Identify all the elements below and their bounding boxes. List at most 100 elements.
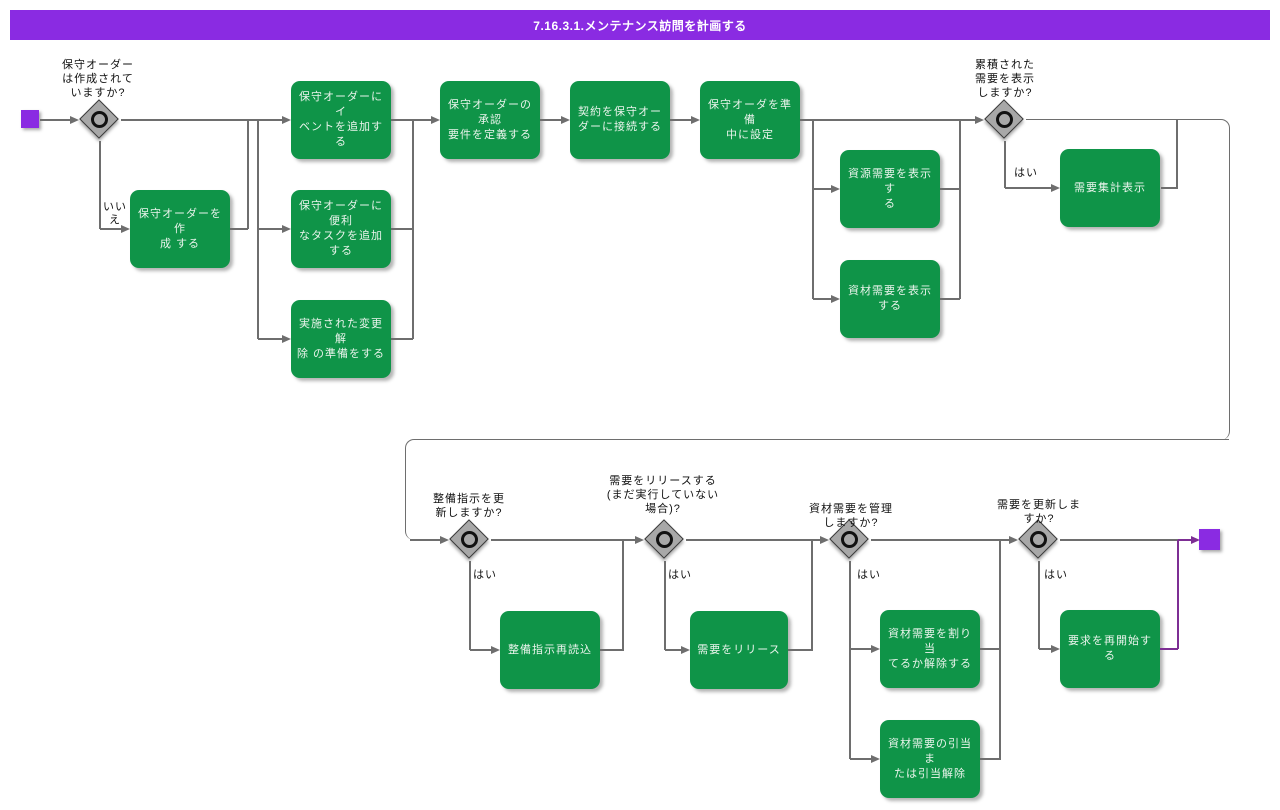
flow-line: [686, 539, 820, 541]
decision-order-created-gateway: [78, 98, 122, 142]
branch-label-yes: はい: [857, 569, 881, 581]
page-title: 7.16.3.1.メンテナンス訪問を計画する: [533, 18, 747, 33]
flow-line: [940, 298, 960, 300]
decision-update-instruction-gateway: [448, 518, 492, 562]
flow-line: [230, 228, 248, 230]
flow-line: [469, 561, 471, 650]
flow-line: [940, 188, 960, 190]
branch-label-yes: はい: [1014, 167, 1038, 179]
activity-create-order: 保守オーダーを作 成 する: [130, 190, 230, 268]
flow-line: [871, 539, 1009, 541]
ring-icon: [996, 111, 1013, 128]
flow-line: [410, 539, 440, 541]
ring-icon: [841, 531, 858, 548]
activity-add-event: 保守オーダーにイ ベントを追加する: [291, 81, 391, 159]
flow-line: [405, 439, 1229, 540]
decision-label-order-created: 保守オーダー は作成されて いますか?: [62, 59, 134, 99]
activity-add-task: 保守オーダーに便利 なタスクを追加する: [291, 190, 391, 268]
flow-line: [391, 228, 413, 230]
flow-line: [413, 119, 431, 121]
flow-line: [1177, 540, 1179, 649]
flow-line: [600, 649, 624, 651]
flow-arrowhead-icon: [121, 224, 130, 233]
flow-line: [491, 539, 635, 541]
branch-label-no: いい え: [103, 201, 127, 226]
flow-arrowhead-icon: [831, 184, 840, 193]
flow-line: [850, 648, 871, 650]
decision-label-update-instruction: 整備指示を更 新しますか?: [433, 493, 505, 519]
flow-line: [100, 228, 121, 230]
flow-line: [850, 758, 871, 760]
flow-line: [1160, 648, 1178, 650]
flow-line: [391, 119, 413, 121]
activity-release-demand: 需要をリリース: [690, 611, 788, 689]
decision-label-manage-material-demand: 資材需要を管理 しますか?: [809, 503, 893, 529]
flow-arrowhead-icon: [561, 115, 570, 124]
activity-prepare-change-release: 実施された変更解 除 の準備をする: [291, 300, 391, 378]
activity-restart-request: 要求を再開始する: [1060, 610, 1160, 688]
flow-line: [99, 141, 101, 229]
flow-line: [391, 338, 413, 340]
flow-arrowhead-icon: [871, 754, 880, 763]
flow-arrowhead-icon: [1051, 183, 1060, 192]
flow-line: [40, 119, 70, 121]
flow-line: [849, 561, 851, 759]
decision-release-demand-gateway: [643, 518, 687, 562]
flow-line: [980, 648, 1001, 650]
ring-icon: [1030, 531, 1047, 548]
flow-line: [470, 649, 491, 651]
flow-line: [811, 540, 813, 650]
branch-label-yes: はい: [668, 569, 692, 581]
activity-connect-contract: 契約を保守オー ダーに接続する: [570, 81, 670, 159]
flow-line: [1026, 119, 1230, 440]
flow-line: [1161, 187, 1178, 189]
flow-arrowhead-icon: [282, 334, 291, 343]
activity-material-allocation: 資材需要の引当ま たは引当解除: [880, 720, 980, 798]
flow-arrowhead-icon: [681, 645, 690, 654]
flow-line: [412, 120, 414, 339]
flow-line: [1004, 141, 1006, 188]
flow-line: [1005, 187, 1051, 189]
flow-line: [258, 228, 282, 230]
ring-icon: [91, 111, 108, 128]
flow-line: [670, 119, 691, 121]
activity-show-resource-demand: 資源需要を表示す る: [840, 150, 940, 228]
flow-line: [812, 120, 814, 299]
decision-update-demand-gateway: [1017, 518, 1061, 562]
flow-line: [980, 758, 1001, 760]
flow-arrowhead-icon: [871, 644, 880, 653]
flow-line: [1039, 648, 1051, 650]
flow-arrowhead-icon: [282, 115, 291, 124]
decision-manage-material-demand-gateway: [828, 518, 872, 562]
decision-label-update-demand: 需要を更新しま すか?: [997, 499, 1081, 525]
ring-icon: [656, 531, 673, 548]
flow-line: [121, 119, 282, 121]
activity-show-material-demand: 資材需要を表示 する: [840, 260, 940, 338]
flow-arrowhead-icon: [70, 115, 79, 124]
flow-line: [800, 119, 975, 121]
flow-line: [257, 120, 259, 339]
flow-arrowhead-icon: [282, 224, 291, 233]
activity-set-in-preparation: 保守オーダを準備 中に設定: [700, 81, 800, 159]
flow-line: [1038, 561, 1040, 649]
flow-arrowhead-icon: [691, 115, 700, 124]
decision-show-cumulative-demand-gateway: [983, 98, 1027, 142]
flow-arrowhead-icon: [1191, 535, 1200, 544]
flow-arrowhead-icon: [440, 535, 449, 544]
flow-arrowhead-icon: [635, 535, 644, 544]
flow-line: [813, 298, 831, 300]
flow-line: [664, 561, 666, 650]
branch-label-yes: はい: [1044, 569, 1068, 581]
end-node: [1199, 529, 1220, 550]
start-node: [21, 110, 39, 128]
flow-line: [622, 540, 624, 650]
flow-line: [959, 120, 961, 299]
branch-label-yes: はい: [473, 569, 497, 581]
flow-arrowhead-icon: [831, 294, 840, 303]
flow-line: [1178, 539, 1191, 541]
flow-arrowhead-icon: [975, 115, 984, 124]
flow-arrowhead-icon: [820, 535, 829, 544]
flow-line: [258, 338, 282, 340]
flow-line: [813, 188, 831, 190]
